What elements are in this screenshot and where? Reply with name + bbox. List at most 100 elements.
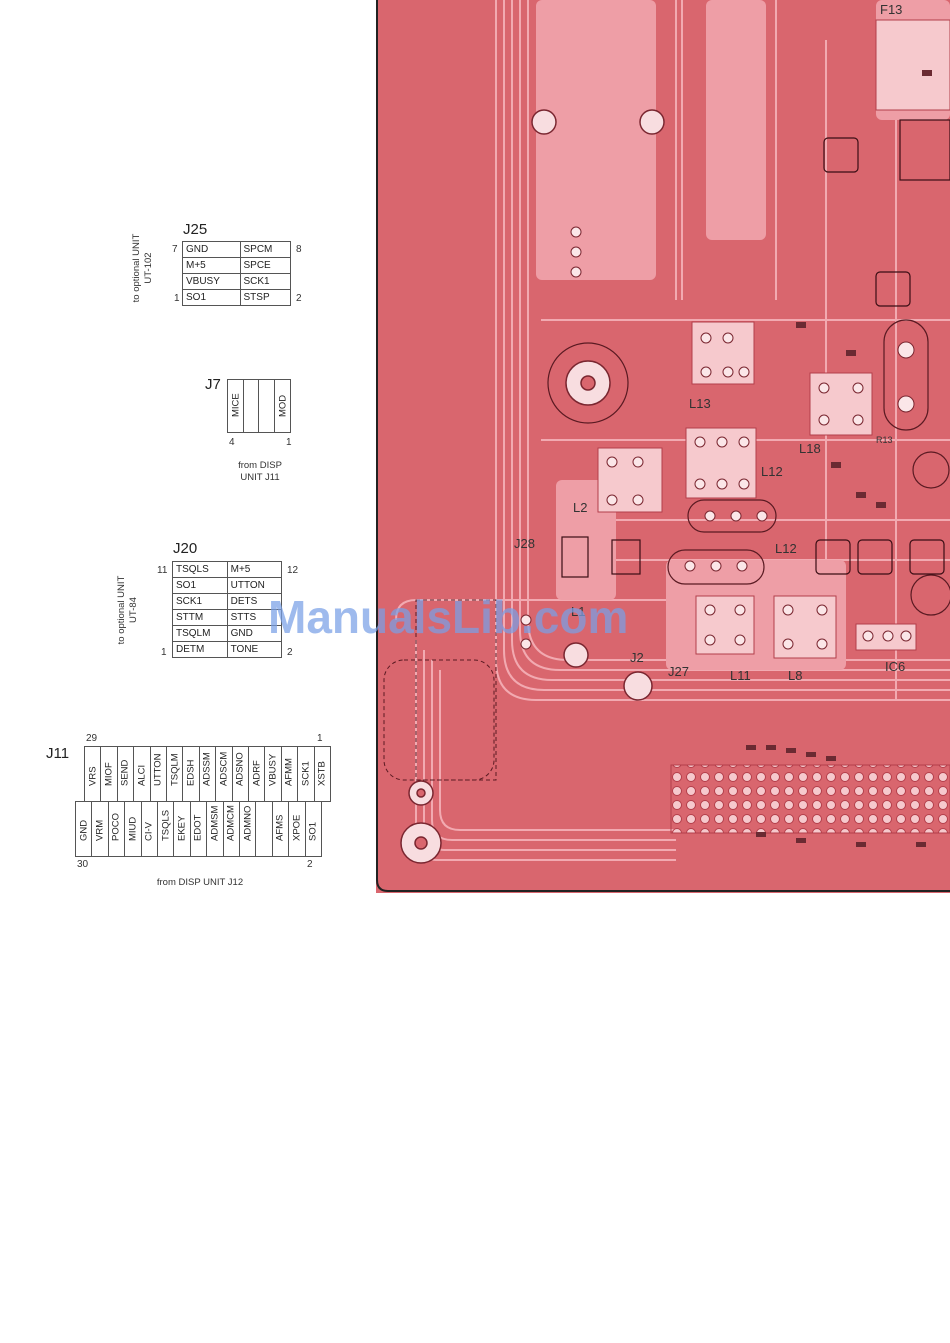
j11-top-cell: MIOF	[100, 746, 118, 802]
j11-label: J11	[46, 745, 70, 762]
j11-top-cell: VBUSY	[264, 746, 282, 802]
j7-label: J7	[205, 376, 221, 393]
j11-bottom-cell-label: EKEY	[176, 815, 188, 841]
pcb-label-l2: L2	[573, 500, 588, 515]
j25-cell: SPCM	[239, 241, 291, 258]
j11-bottom-cell: VRM	[91, 801, 109, 857]
j20-label: J20	[173, 540, 198, 557]
j25-cell: M+5	[182, 257, 241, 274]
j25-cell: GND	[182, 241, 241, 258]
j11-top-cell-label: ADSNO	[234, 752, 246, 786]
j11-bottom-cell	[255, 801, 273, 857]
j11-top-cell-label: ADRF	[251, 760, 263, 786]
j11-bottom-cell: EDOT	[189, 801, 208, 857]
j11-bottom-cell: TSQLS	[157, 801, 175, 857]
j11-top-cell: ADSSM	[198, 746, 217, 802]
j11-top-cell: TSQLM	[166, 746, 184, 802]
j7-note: from DISP UNIT J11	[238, 460, 282, 483]
j11-top-cell-label: ADSCM	[218, 751, 230, 786]
j11-bottom-cell-label: MIUD	[127, 816, 139, 841]
j11-bottom-cell: ADMSM	[206, 801, 224, 857]
j11-top-cell: ADSNO	[231, 746, 249, 802]
j7-pin-4: 4	[229, 437, 235, 448]
j11-top-cell-label: ADSSM	[201, 752, 213, 786]
j11-top-cell: AFMM	[280, 746, 299, 802]
pcb-label-r13: R13	[876, 435, 893, 445]
j20-cell: TSQLS	[172, 561, 228, 578]
pcb-label-ic6: IC6	[885, 659, 906, 674]
j20-pin-12: 12	[287, 565, 299, 576]
j25-cell: VBUSY	[182, 273, 241, 290]
j7-pin-1: 1	[286, 437, 292, 448]
j20-pin-1: 1	[161, 647, 167, 658]
pcb-label-j27: J27	[668, 664, 689, 679]
j11-top-cell: ADSCM	[215, 746, 233, 802]
j11-top-cell-label: AFMM	[283, 758, 295, 786]
j11-bottom-cell: ADMNO	[239, 801, 257, 857]
j11-bottom-cell: AFMS	[271, 801, 290, 857]
j20-pin-11: 11	[157, 565, 168, 576]
j11-bottom-cell-label: ADMCM	[225, 805, 237, 841]
j25-cell: SO1	[182, 289, 241, 306]
j11-top-cell: UTTON	[149, 746, 167, 802]
j11-bottom-cell: GND	[75, 801, 93, 857]
j25-pin-2: 2	[296, 293, 302, 304]
pcb-label-l8: L8	[788, 668, 803, 683]
pcb-label-l12a: L12	[761, 464, 783, 479]
j11-top-cell: SEND	[116, 746, 135, 802]
j11-bottom-cell: POCO	[107, 801, 126, 857]
j25-cell: SCK1	[239, 273, 291, 290]
j11-top-cell-label: EDSH	[185, 759, 197, 786]
pcb-label-l12b: L12	[775, 541, 797, 556]
watermark: ManualsLib.com	[268, 591, 629, 643]
j11-bottom-cell-label: ADMNO	[242, 805, 254, 841]
j11-top-cell-label: ALCI	[136, 764, 148, 786]
j11-top-cell-label: UTTON	[152, 753, 164, 786]
j7-cell: MOD	[274, 379, 291, 433]
j11-bottom-cell: ADMCM	[222, 801, 240, 857]
pcb-label-l11: L11	[730, 668, 751, 683]
j20-cell: TSQLM	[172, 625, 228, 642]
j11-top-cell: ALCI	[133, 746, 151, 802]
j20-cell: SO1	[172, 577, 228, 594]
j11-top-cell: XSTB	[313, 746, 331, 802]
j11-top-cell: SCK1	[297, 746, 315, 802]
j11-pin-29: 29	[86, 733, 98, 744]
j11-top-cell-label: MIOF	[103, 762, 115, 786]
j11-bottom-cell-label: CI-V	[143, 822, 155, 841]
j7-cell	[243, 379, 259, 433]
j20-cell: SCK1	[172, 593, 228, 610]
j20-side-note: to optional UNIT UT-84	[116, 575, 139, 645]
j11-bottom-cell-label: XPOE	[291, 814, 303, 841]
pcb-board: F13 L13 L18 L12 L2 J28 L1 J2 J27 L11 L8 …	[376, 0, 950, 893]
j11-top-cell-label: TSQLM	[169, 753, 181, 786]
j11-bottom-cell: XPOE	[288, 801, 306, 857]
j11-bottom-cell: MIUD	[124, 801, 142, 857]
j11-note: from DISP UNIT J12	[156, 877, 244, 888]
j7-cell	[258, 379, 275, 433]
j25-pin-7: 7	[172, 244, 178, 255]
j25-cell: SPCE	[239, 257, 291, 274]
j11-bottom-cell-label: POCO	[110, 813, 122, 841]
j25-pin-1: 1	[174, 293, 180, 304]
j11-top-cell-label: VBUSY	[267, 753, 279, 786]
j11-top-cell: ADRF	[248, 746, 266, 802]
j11-bottom-cell-label: TSQLS	[160, 809, 172, 841]
j11-pin-30: 30	[77, 859, 89, 870]
pcb-label-l1: L1	[571, 604, 586, 619]
j11-top-cell-label: SCK1	[300, 761, 312, 786]
j11-pin-1: 1	[317, 733, 323, 744]
j25-cell: STSP	[239, 289, 291, 306]
j25-pin-8: 8	[296, 244, 302, 255]
j11-bottom-cell-label: EDOT	[192, 814, 204, 841]
j20-pin-2: 2	[287, 647, 293, 658]
j25-label: J25	[183, 221, 208, 238]
pcb-label-l13: L13	[689, 396, 711, 411]
j20-cell: DETM	[172, 641, 228, 658]
pcb-label-j2: J2	[630, 650, 644, 665]
pcb-label-j28: J28	[514, 536, 535, 551]
j11-top-cell-label: VRS	[87, 766, 99, 786]
j11-bottom-cell-label: SO1	[307, 821, 319, 841]
